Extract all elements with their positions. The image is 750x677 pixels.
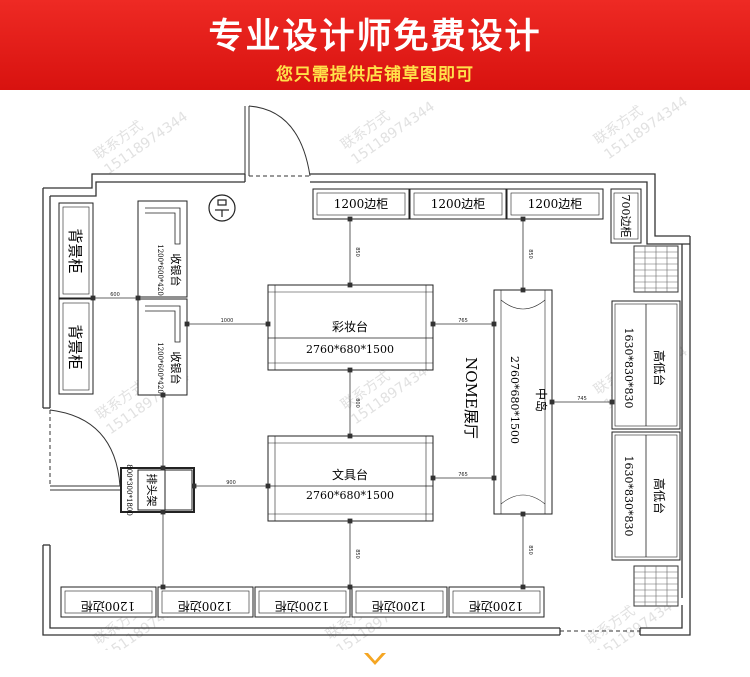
dim-label: 850 bbox=[354, 549, 360, 559]
outlet-icon bbox=[208, 194, 236, 222]
banner-title: 专业设计师免费设计 bbox=[208, 17, 542, 57]
table-size: 1630*830*830 bbox=[622, 328, 635, 409]
cabinet-700: 700边柜 bbox=[610, 188, 642, 244]
cabinet-label: 1200边柜 bbox=[275, 599, 330, 613]
cabinet-label: 1200边柜 bbox=[528, 197, 583, 211]
floor-plan: 联系方式 15118974344 联系方式 15118974344 联系方式 1… bbox=[42, 94, 691, 650]
cashier-size: 1200*600*420 bbox=[156, 342, 164, 394]
dimension-labels: 1000 765 745 900 765 600 850 800 850 850… bbox=[110, 247, 587, 559]
table-name: 高低台 bbox=[652, 350, 667, 386]
cabinet-label: 1200边柜 bbox=[81, 599, 136, 613]
table-size: 2760*680*1500 bbox=[306, 489, 394, 502]
cabinet-label: 背景柜 bbox=[66, 324, 84, 369]
door-top bbox=[244, 105, 311, 177]
cabinet-label: 1200边柜 bbox=[334, 197, 389, 211]
stationery-table: 文具台 2760*680*1500 bbox=[267, 435, 434, 522]
chevron-down-icon bbox=[364, 653, 386, 665]
cabinet-label: 1200边柜 bbox=[431, 197, 486, 211]
cashier-name: 收银台 bbox=[169, 352, 183, 385]
cabinet-top-1: 1200边柜 bbox=[312, 188, 410, 220]
cashier-name: 收银台 bbox=[169, 254, 183, 287]
island-name: 中岛 bbox=[534, 388, 549, 412]
high-low-table-1: 高低台 1630*830*830 bbox=[611, 300, 681, 430]
table-size: 2760*680*1500 bbox=[306, 343, 394, 356]
table-name: 高低台 bbox=[652, 478, 667, 514]
dim-label: 600 bbox=[110, 292, 120, 298]
table-name: 彩妆台 bbox=[332, 319, 368, 334]
dim-label: 800 bbox=[354, 398, 360, 408]
window-bottom-right bbox=[633, 565, 679, 607]
dim-label: 765 bbox=[458, 472, 468, 478]
window-top-right bbox=[633, 245, 679, 293]
cabinet-bottom-2: 1200边柜 bbox=[157, 586, 254, 618]
high-low-table-2: 高低台 1630*830*830 bbox=[611, 431, 681, 561]
dim-label: 850 bbox=[527, 545, 533, 555]
hall-label: NOME展厅 bbox=[462, 357, 480, 439]
table-name: 文具台 bbox=[332, 467, 368, 482]
banner-subtitle: 您只需提供店铺草图即可 bbox=[276, 65, 474, 85]
walls bbox=[42, 173, 691, 636]
cashier-size: 1200*600*420 bbox=[156, 244, 164, 296]
dim-label: 1000 bbox=[221, 318, 234, 324]
dim-label: 850 bbox=[354, 247, 360, 257]
cabinet-label: 背景柜 bbox=[66, 228, 84, 273]
cabinet-label: 700边柜 bbox=[619, 195, 632, 238]
dimension-lines bbox=[90, 216, 615, 590]
endcap-name: 排头架 bbox=[145, 474, 159, 507]
cabinet-label: 1200边柜 bbox=[372, 599, 427, 613]
cabinet-bottom-5: 1200边柜 bbox=[448, 586, 545, 618]
door-left bbox=[49, 409, 121, 491]
endcap-size: 800*300*1800 bbox=[125, 464, 133, 516]
cabinet-label: 1200边柜 bbox=[469, 599, 524, 613]
endcap-rack: 排头架 800*300*1800 bbox=[120, 464, 195, 516]
cabinet-bottom-4: 1200边柜 bbox=[351, 586, 448, 618]
background-cabinet-1: 背景柜 bbox=[58, 202, 94, 299]
center-island: 中岛 2760*680*1500 bbox=[493, 289, 553, 515]
island-size: 2760*680*1500 bbox=[508, 356, 521, 444]
makeup-table: 彩妆台 2760*680*1500 bbox=[267, 284, 434, 371]
cabinet-bottom-3: 1200边柜 bbox=[254, 586, 351, 618]
dim-label: 900 bbox=[226, 480, 236, 486]
dim-label: 765 bbox=[458, 318, 468, 324]
background-cabinet-2: 背景柜 bbox=[58, 298, 94, 395]
cashier-counter-1: 收银台 1200*600*420 bbox=[137, 200, 188, 298]
cashier-counter-2: 收银台 1200*600*420 bbox=[137, 298, 188, 396]
dim-label: 745 bbox=[577, 396, 587, 402]
cabinet-top-2: 1200边柜 bbox=[409, 188, 507, 220]
table-size: 1630*830*830 bbox=[622, 456, 635, 537]
cabinet-label: 1200边柜 bbox=[178, 599, 233, 613]
header-banner: 专业设计师免费设计 您只需提供店铺草图即可 bbox=[0, 0, 750, 90]
dim-label: 850 bbox=[527, 249, 533, 259]
cabinet-top-3: 1200边柜 bbox=[506, 188, 604, 220]
cabinet-bottom-1: 1200边柜 bbox=[60, 586, 157, 618]
